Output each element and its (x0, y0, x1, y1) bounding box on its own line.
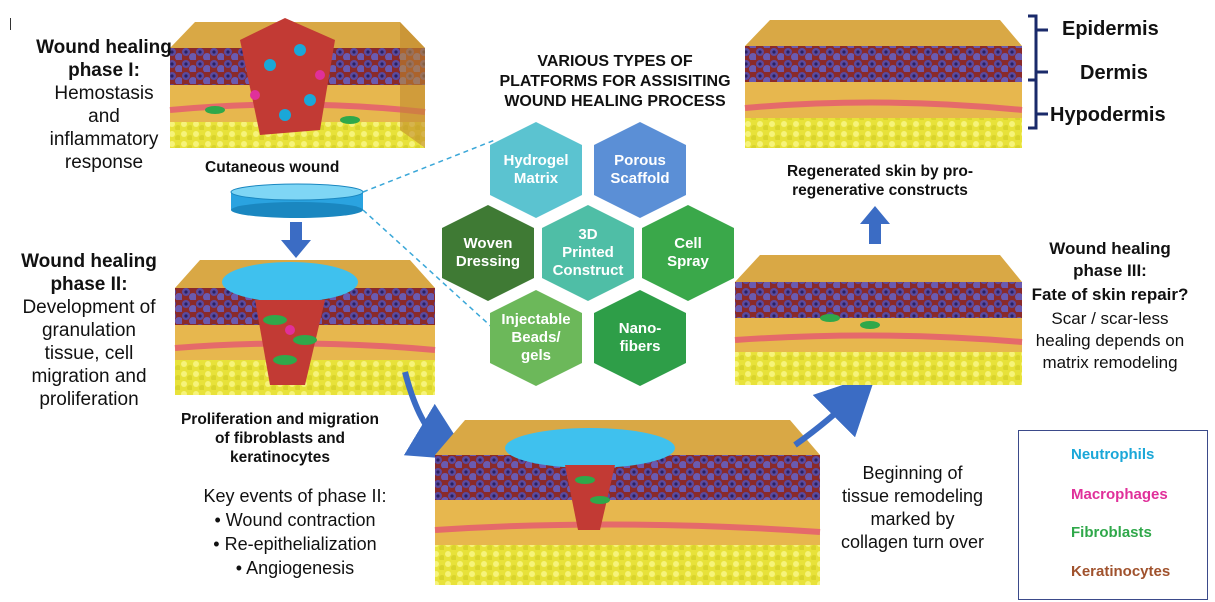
hex-label-line: Printed (542, 244, 634, 262)
phase1-desc: response (14, 151, 194, 174)
phase2-text: Wound healing phase II: Development of g… (4, 250, 174, 411)
phase1-caption: Cutaneous wound (205, 158, 339, 177)
events-title: Key events of phase II: (180, 484, 410, 508)
hex-label-line: Cell (644, 235, 732, 253)
skin-block-phase1 (170, 18, 425, 148)
phase3-heading-2: phase III: (1010, 260, 1210, 282)
phase1-heading: Wound healing (14, 36, 194, 59)
hex-label-line: Scaffold (596, 170, 684, 188)
remodel-line: marked by (825, 508, 1000, 531)
layer-hypodermis: Hypodermis (1050, 104, 1166, 127)
phase2-caption-line: of fibroblasts and (155, 429, 405, 448)
phase3-desc: Scar / scar-less (1010, 308, 1210, 330)
regenerated-line: Regenerated skin by pro- (750, 162, 1010, 181)
phase2-events: Key events of phase II: • Wound contract… (180, 484, 410, 580)
hex-label-line: Nano- (596, 320, 684, 338)
hex-label-line: Porous (596, 152, 684, 170)
regenerated-line: regenerative constructs (750, 181, 1010, 200)
phase2-caption: Proliferation and migration of fibroblas… (155, 410, 405, 467)
layer-dermis: Dermis (1080, 62, 1148, 85)
layer-brackets (1028, 16, 1048, 128)
hex-label-line: Dressing (444, 253, 532, 271)
hex-label-line: Woven (444, 235, 532, 253)
remodel-line: collagen turn over (825, 531, 1000, 554)
skin-block-remodeling (435, 420, 820, 585)
remodel-line: tissue remodeling (825, 485, 1000, 508)
phase2-desc: proliferation (4, 388, 174, 411)
hex-label-nanofibers: Nano- fibers (596, 320, 684, 356)
phase1-text: Wound healing phase I: Hemostasis and in… (14, 36, 194, 174)
arrow-up (860, 206, 890, 244)
phase2-caption-line: Proliferation and migration (155, 410, 405, 429)
cursor-mark (10, 18, 15, 30)
phase3-desc: matrix remodeling (1010, 352, 1210, 374)
legend-macrophages: Macrophages (1071, 486, 1168, 503)
hex-label-line: Spray (644, 253, 732, 271)
remodel-text: Beginning of tissue remodeling marked by… (825, 462, 1000, 554)
title-line: WOUND HEALING PROCESS (485, 92, 745, 112)
phase2-caption-line: keratinocytes (155, 448, 405, 467)
curved-arrow-to-phase3-block (795, 395, 855, 445)
phase3-heading: Wound healing (1010, 238, 1210, 260)
phase2-desc: Development of (4, 296, 174, 319)
event-item: • Re-epithelialization (180, 532, 410, 556)
skin-block-phase3 (735, 255, 1022, 385)
event-item: • Angiogenesis (180, 556, 410, 580)
phase1-desc: Hemostasis (14, 82, 194, 105)
hex-label-line: gels (492, 347, 580, 365)
hex-label-line: Matrix (492, 170, 580, 188)
hex-label-injectable: Injectable Beads/ gels (492, 311, 580, 365)
hex-label-woven: Woven Dressing (444, 235, 532, 271)
title-line: PLATFORMS FOR ASSISITING (485, 72, 745, 92)
skin-block-regenerated (745, 20, 1022, 148)
phase1-heading-2: phase I: (14, 59, 194, 82)
layer-epidermis: Epidermis (1062, 18, 1159, 41)
phase2-heading: Wound healing (4, 250, 174, 273)
title-line: VARIOUS TYPES OF (485, 52, 745, 72)
hex-label-line: Beads/ (492, 329, 580, 347)
event-item: • Wound contraction (180, 508, 410, 532)
phase3-text: Wound healing phase III: Fate of skin re… (1010, 238, 1210, 374)
legend-fibroblasts: Fibroblasts (1071, 524, 1152, 541)
arrow-down (281, 222, 311, 258)
phase3-fate: Fate of skin repair? (1010, 282, 1210, 308)
hex-label-line: 3D (542, 226, 634, 244)
legend-box: Neutrophils Macrophages Fibroblasts Kera… (1018, 430, 1208, 600)
hex-label-3d: 3D Printed Construct (542, 226, 634, 280)
phase2-heading-2: phase II: (4, 273, 174, 296)
hex-label-cell-spray: Cell Spray (644, 235, 732, 271)
phase3-desc: healing depends on (1010, 330, 1210, 352)
hex-label-hydrogel: Hydrogel Matrix (492, 152, 580, 188)
phase2-desc: granulation (4, 319, 174, 342)
phase1-desc: and (14, 105, 194, 128)
hex-label-line: Hydrogel (492, 152, 580, 170)
legend-keratinocytes: Keratinocytes (1071, 563, 1170, 580)
hex-label-line: Construct (542, 262, 634, 280)
phase2-desc: tissue, cell (4, 342, 174, 365)
regenerated-caption: Regenerated skin by pro- regenerative co… (750, 162, 1010, 200)
title-block: VARIOUS TYPES OF PLATFORMS FOR ASSISITIN… (485, 52, 745, 112)
hex-label-line: Injectable (492, 311, 580, 329)
remodel-line: Beginning of (825, 462, 1000, 485)
phase2-desc: migration and (4, 365, 174, 388)
skin-block-phase2 (175, 260, 435, 395)
phase1-desc: inflammatory (14, 128, 194, 151)
hex-label-line: fibers (596, 338, 684, 356)
construct-disc (231, 184, 363, 218)
hex-label-porous: Porous Scaffold (596, 152, 684, 188)
legend-neutrophils: Neutrophils (1071, 446, 1154, 463)
